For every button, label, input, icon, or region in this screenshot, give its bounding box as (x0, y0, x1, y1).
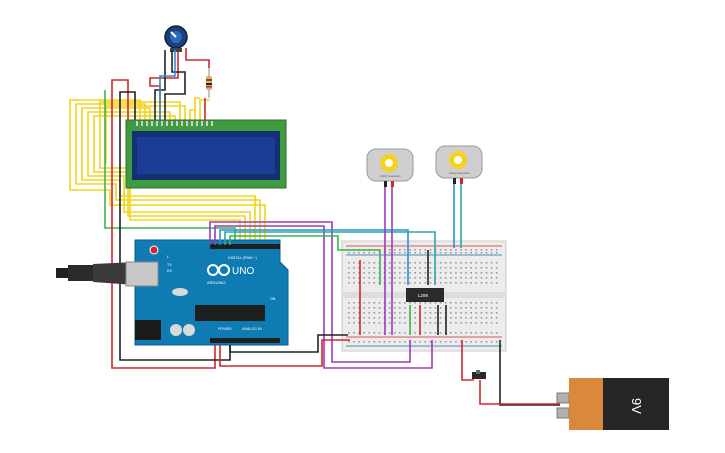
driver-chip-label: L298 (418, 293, 429, 298)
arduino-power-label: POWER (218, 327, 232, 331)
arduino-logo-icon (207, 264, 230, 276)
arduino-rx-label: RX (167, 269, 173, 273)
arduino-digital-label: DIGITAL (PWM ~) (228, 256, 257, 260)
lcd-pins (136, 121, 213, 126)
usb-cable (56, 262, 135, 285)
battery-9v[interactable]: 9V (556, 378, 669, 430)
dc-motor-1[interactable]: Hobby Gearmotor (366, 148, 414, 187)
motor-1-label: Hobby Gearmotor (380, 174, 401, 178)
lcd-wires (69, 48, 266, 369)
motor-2-label: Hobby Gearmotor (449, 171, 470, 175)
resistor[interactable] (206, 68, 212, 98)
dc-motor-2[interactable]: Hobby Gearmotor (435, 145, 483, 184)
arduino-uno[interactable]: UNO ARDUINO DIGITAL (PWM ~) POWER ANALOG… (125, 239, 289, 346)
arduino-brand: ARDUINO (207, 280, 225, 285)
motor-driver-chip[interactable]: L298 (406, 288, 444, 302)
arduino-l-label: L (167, 255, 169, 259)
potentiometer[interactable] (164, 25, 188, 52)
lcd-module (125, 119, 287, 189)
arduino-model: UNO (232, 266, 254, 277)
arduino-analog-label: ANALOG IN (242, 327, 262, 331)
battery-label: 9V (629, 398, 644, 414)
slide-switch[interactable] (472, 370, 486, 379)
arduino-tx-label: TX (167, 263, 172, 267)
arduino-on-label: ON (270, 297, 276, 301)
signal-wires (209, 184, 560, 406)
